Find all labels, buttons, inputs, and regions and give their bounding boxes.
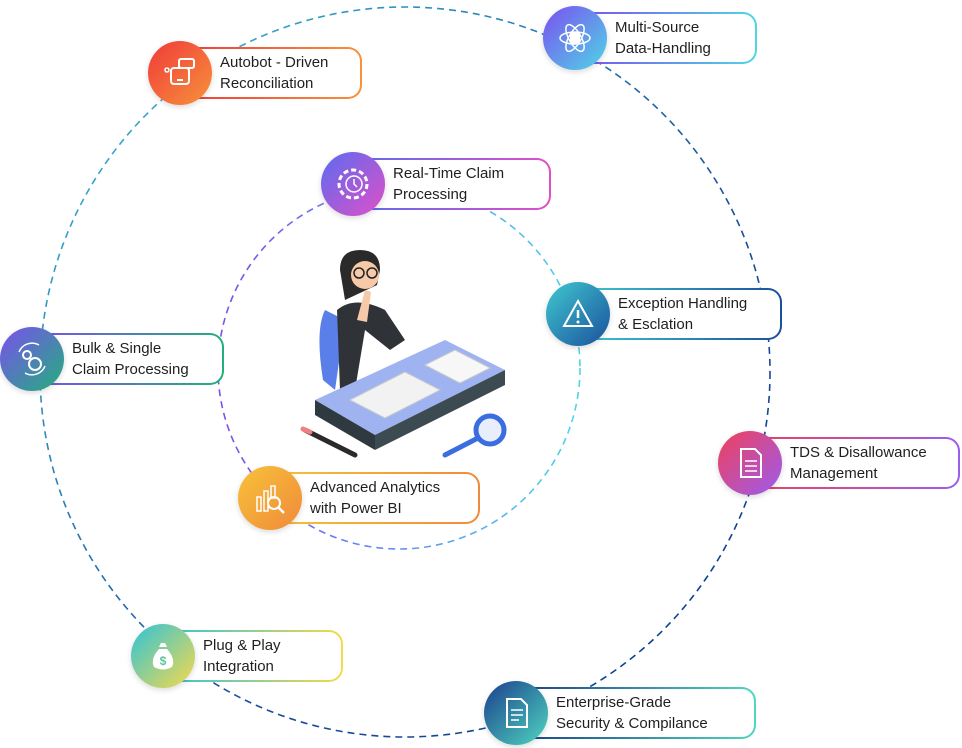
feature-label-pill: Autobot - Driven Reconciliation [180, 47, 362, 99]
file-text-icon [484, 681, 548, 745]
gear-clock-icon [321, 152, 385, 216]
feature-label-line1: Enterprise-Grade [556, 694, 672, 711]
person-at-desk-illustration [300, 250, 507, 458]
feature-label-line2: Data-Handling [615, 40, 711, 57]
feature-node: Plug & Play Integration $ [131, 624, 343, 688]
feature-node: TDS & Disallowance Management [718, 431, 960, 495]
feature-label-line1: Multi-Source [615, 19, 700, 36]
robot-chat-icon [148, 41, 212, 105]
feature-label-line1: Plug & Play [203, 637, 281, 654]
feature-label: Multi-Source Data-Handling [615, 17, 711, 59]
feature-label-pill: Enterprise-Grade Security & Compilance [516, 687, 756, 739]
feature-label-line2: Claim Processing [72, 361, 189, 378]
chart-magnifier-icon [238, 466, 302, 530]
warning-icon [546, 282, 610, 346]
feature-label: Bulk & Single Claim Processing [72, 338, 189, 380]
feature-label-line2: Processing [393, 186, 468, 203]
feature-label-line2: Management [790, 465, 878, 482]
feature-node: Bulk & Single Claim Processing [0, 327, 224, 391]
feature-label: Autobot - Driven Reconciliation [220, 52, 328, 94]
atom-database-icon [543, 6, 607, 70]
feature-node: Enterprise-Grade Security & Compilance [484, 681, 756, 745]
feature-node: Real-Time Claim Processing [321, 152, 551, 216]
feature-label-line1: Autobot - Driven [220, 54, 329, 71]
feature-node: Autobot - Driven Reconciliation [148, 41, 362, 105]
feature-label-line2: Integration [203, 658, 274, 675]
gears-cycle-icon [0, 327, 64, 391]
feature-label-line2: & Esclation [618, 316, 694, 333]
money-bag-icon: $ [131, 624, 195, 688]
feature-label-line2: Reconciliation [220, 75, 314, 92]
feature-label-pill: Advanced Analytics with Power BI [270, 472, 480, 524]
feature-label: TDS & Disallowance Management [790, 442, 927, 484]
feature-label-line1: Advanced Analytics [310, 479, 441, 496]
feature-label: Enterprise-Grade Security & Compilance [556, 692, 708, 734]
feature-label: Advanced Analytics with Power BI [310, 477, 440, 519]
feature-label-line1: Bulk & Single [72, 340, 162, 357]
feature-label-pill: Real-Time Claim Processing [353, 158, 551, 210]
feature-node: Advanced Analytics with Power BI [238, 466, 480, 530]
feature-node: Multi-Source Data-Handling [543, 6, 757, 70]
feature-label-line1: TDS & Disallowance [790, 444, 927, 461]
feature-label: Plug & Play Integration [203, 635, 281, 677]
feature-label: Exception Handling & Esclation [618, 293, 747, 335]
feature-label-line2: with Power BI [310, 500, 402, 517]
feature-label-line1: Real-Time Claim [393, 165, 505, 182]
svg-text:$: $ [160, 654, 167, 668]
document-icon [718, 431, 782, 495]
feature-label: Real-Time Claim Processing [393, 163, 504, 205]
feature-label-line1: Exception Handling [618, 295, 748, 312]
feature-label-pill: TDS & Disallowance Management [750, 437, 960, 489]
feature-label-pill: Bulk & Single Claim Processing [32, 333, 224, 385]
feature-label-pill: Exception Handling & Esclation [578, 288, 782, 340]
feature-node: Exception Handling & Esclation [546, 282, 782, 346]
feature-label-line2: Security & Compilance [556, 715, 708, 732]
